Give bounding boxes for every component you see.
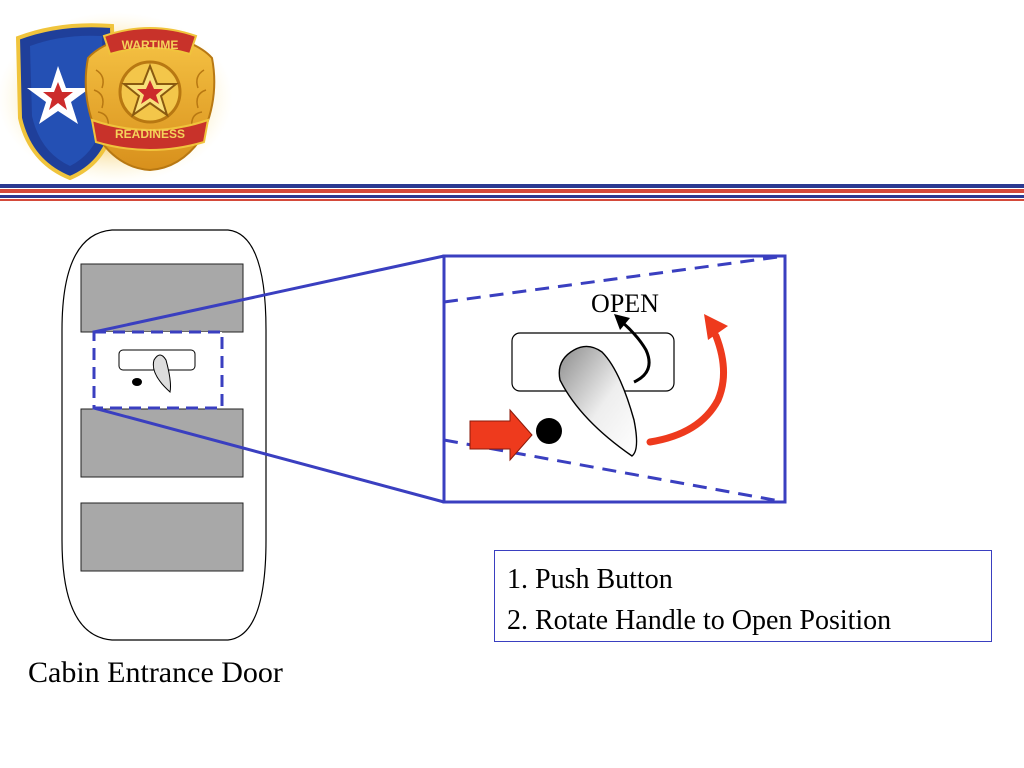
door-window-1: [80, 263, 244, 333]
rotation-arrow-head-icon: [614, 314, 630, 330]
push-arrow-icon: [469, 408, 533, 462]
rotate-arrow-line: [646, 332, 728, 446]
mini-handle-icon: [152, 354, 171, 393]
badge-top-scroll: [102, 27, 198, 56]
detail-dashed-top: [443, 254, 786, 304]
badge-top-text: WARTIME: [122, 38, 179, 52]
instruction-step-2: 2. Rotate Handle to Open Position: [507, 605, 892, 636]
rotate-arrow-head-icon: [704, 314, 728, 340]
rotation-arrow-line: [621, 320, 651, 384]
detail-view: OPEN: [442, 254, 787, 504]
push-button-icon: [536, 418, 562, 444]
header-stripes: [0, 184, 1024, 201]
badge-bottom-scroll: [90, 118, 210, 151]
door-caption: Cabin Entrance Door: [28, 656, 283, 689]
zoom-region-outline: [92, 330, 224, 410]
open-label: OPEN: [591, 289, 659, 318]
zoom-connectors: [93, 254, 445, 504]
stripe-red-bottom: [0, 199, 1024, 201]
instruction-step-1: 1. Push Button: [507, 564, 673, 595]
connector-top: [93, 254, 445, 334]
door-window-2: [80, 408, 244, 478]
wartime-readiness-badge: WARTIME READINESS: [84, 27, 216, 172]
instructions-box: 1. Push Button 2. Rotate Handle to Open …: [494, 550, 992, 642]
badge-bottom-text: READINESS: [115, 127, 185, 141]
door-handle-icon: [558, 345, 638, 457]
logo-group: WARTIME READINESS: [0, 12, 233, 184]
connector-bottom: [93, 406, 445, 504]
door-window-3: [80, 502, 244, 572]
stripe-blue-top: [0, 184, 1024, 188]
shield-star-center-icon: [43, 82, 73, 110]
stripe-blue-middle: [0, 195, 1024, 198]
badge-star-center-icon: [137, 80, 163, 104]
cabin-door: [61, 229, 267, 641]
mini-push-button-icon: [132, 378, 142, 386]
detail-dashed-bottom: [443, 438, 786, 504]
stripe-red-top: [0, 189, 1024, 193]
